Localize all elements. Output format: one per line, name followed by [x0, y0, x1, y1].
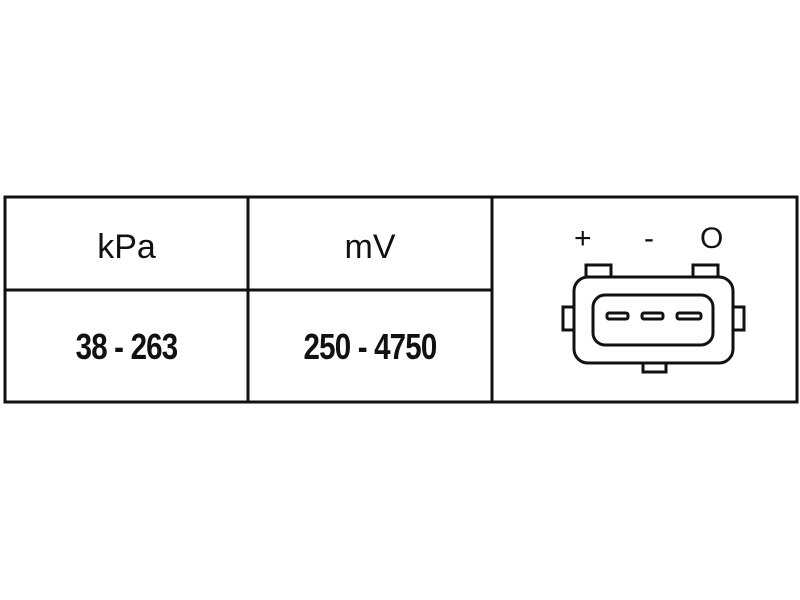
pin-label-negative: -: [644, 222, 654, 255]
header-mv: mV: [344, 228, 396, 266]
three-pin-connector-icon: [561, 263, 746, 374]
pin-label-positive: +: [574, 222, 592, 255]
header-kpa: kPa: [97, 228, 156, 266]
value-mv-range: 250 - 4750: [303, 326, 438, 367]
pin-label-output: O: [700, 222, 724, 255]
value-kpa-range: 38 - 263: [75, 326, 179, 367]
table-border: [3, 195, 799, 404]
